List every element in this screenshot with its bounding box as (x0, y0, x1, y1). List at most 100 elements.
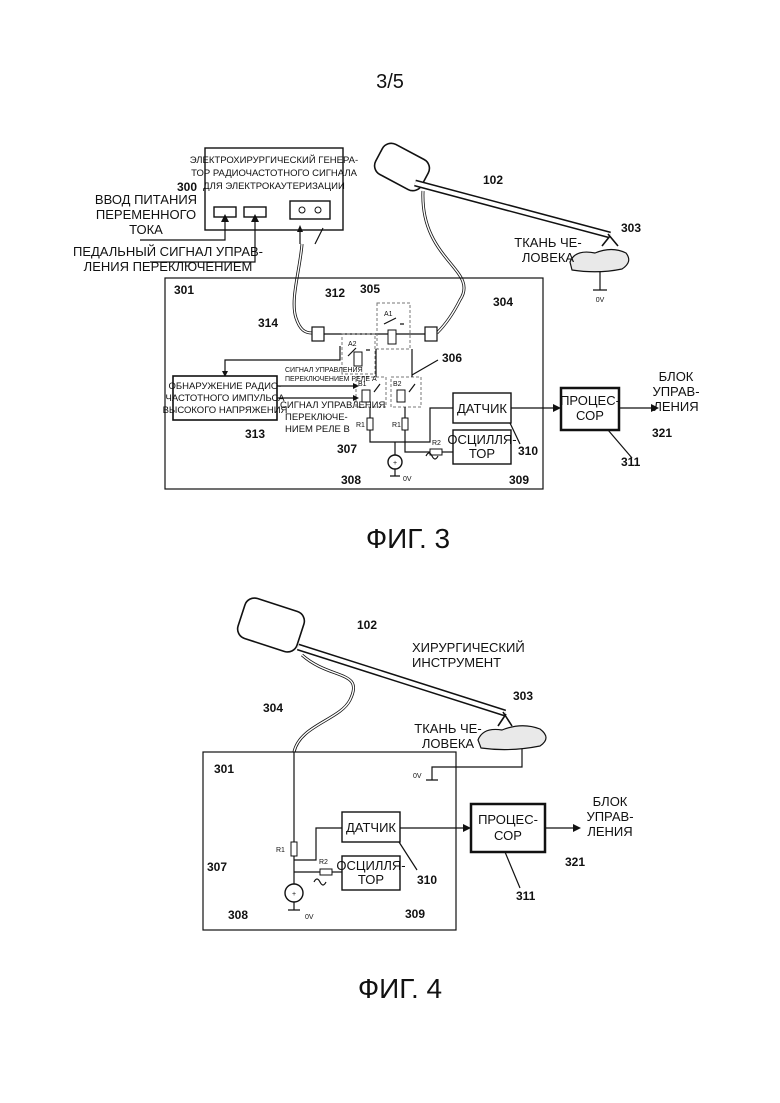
pedal-signal-line-2: ЛЕНИЯ ПЕРЕКЛЮЧЕНИЕМ (84, 259, 253, 274)
label-308: 308 (341, 473, 361, 487)
label-306-leader (412, 360, 438, 375)
control-unit-line-3-fig3: ЛЕНИЯ (653, 399, 698, 414)
label-307-fig4: 307 (207, 860, 227, 874)
figure-3-caption: ФИГ. 3 (366, 523, 450, 554)
relay-a2-coil (354, 352, 362, 366)
tissue-fig3-line-2: ЛОВЕКА (522, 250, 575, 265)
detection-line-1: ОБНАРУЖЕНИЕ РАДИО- (169, 381, 282, 392)
relay-a1-label: A1 (384, 311, 393, 318)
label-303-fig3: 303 (621, 221, 641, 235)
label-309-fig4: 309 (405, 907, 425, 921)
generator-output-socket (290, 201, 330, 219)
signal-b-line-2: ПЕРЕКЛЮЧЕ- (285, 412, 348, 423)
tissue-ground-label-fig3: 0V (596, 297, 605, 304)
processor-line-1-fig4: ПРОЦЕС- (478, 812, 538, 827)
resistor-r2-fig3 (430, 449, 442, 455)
label-305: 305 (360, 282, 380, 296)
control-unit-line-2-fig3: УПРАВ- (652, 384, 699, 399)
label-308-fig4: 308 (228, 908, 248, 922)
relay-a2-label: A2 (348, 341, 357, 348)
label-311-leader-fig4 (505, 852, 520, 888)
label-311-fig4: 311 (516, 889, 536, 903)
label-301-fig4: 301 (214, 762, 234, 776)
source-308-plus-fig4: + (292, 891, 296, 898)
label-304-fig3: 304 (493, 295, 513, 309)
detection-line-3: ВЫСОКОГО НАПРЯЖЕНИЯ (163, 405, 288, 416)
oscillator-line-2-fig4: ТОР (358, 872, 384, 887)
cable-304-fig3-inner (423, 191, 464, 333)
processor-line-1-fig3: ПРОЦЕС- (560, 393, 620, 408)
control-unit-line-2-fig4: УПРАВ- (586, 809, 633, 824)
source-wiring (370, 430, 405, 455)
label-306: 306 (442, 351, 462, 365)
output-terminal-left (299, 207, 305, 213)
sine-symbol-fig4 (314, 879, 326, 885)
ac-input-line-2: ПЕРЕМЕННОГО (96, 207, 196, 222)
relay-a1-coil (388, 330, 396, 344)
figure-4-caption: ФИГ. 4 (358, 973, 442, 1004)
source-ground-fig4 (288, 902, 300, 910)
source-ground-label-fig3: 0V (403, 476, 412, 483)
oscillator-line-2-fig3: ТОР (469, 446, 495, 461)
processor-to-control-arrowhead-fig4 (573, 824, 581, 832)
processor-line-2-fig3: СОР (576, 408, 604, 423)
tissue-fig4 (478, 726, 546, 750)
r2-feed-wire (405, 442, 430, 452)
resistor-r1-fig4 (291, 842, 297, 856)
figure-4: 102 ХИРУРГИЧЕСКИЙ ИНСТРУМЕНТ 303 ТКАНЬ Ч… (203, 595, 634, 1004)
ac-input-line-3: ТОКА (129, 222, 163, 237)
processor-line-2-fig4: СОР (494, 828, 522, 843)
generator-line-3: ДЛЯ ЭЛЕКТРОКАУТЕРИЗАЦИИ (203, 181, 345, 192)
tissue-fig4-line-2: ЛОВЕКА (422, 736, 475, 751)
source-ground-label-fig4: 0V (305, 914, 314, 921)
control-unit-line-1-fig4: БЛОК (593, 794, 628, 809)
resistor-r1-right (402, 418, 408, 430)
source-ground-fig3 (390, 469, 400, 476)
tissue-ground-fig3 (593, 272, 607, 290)
relay-b2-label: B2 (393, 381, 402, 388)
instrument-line-1-fig4: ХИРУРГИЧЕСКИЙ (412, 640, 525, 655)
page-number: 3/5 (376, 71, 404, 93)
cable-304-fig3 (423, 191, 464, 333)
instrument-shaft-inner (415, 183, 610, 235)
signal-a-line-2: ПЕРЕКЛЮЧЕНИЕМ РЕЛЕ A (285, 376, 377, 383)
tissue-ground-label-fig4: 0V (413, 773, 422, 780)
signal-b-line-3: НИЕМ РЕЛЕ B (285, 424, 350, 435)
label-310: 310 (518, 444, 538, 458)
label-313: 313 (245, 427, 265, 441)
label-102-fig4: 102 (357, 618, 377, 632)
label-102-fig3: 102 (483, 173, 503, 187)
sensor-feed-wire (405, 408, 453, 442)
figure-3: ЭЛЕКТРОХИРУРГИЧЕСКИЙ ГЕНЕРА- ТОР РАДИОЧА… (73, 140, 700, 554)
label-321-fig4: 321 (565, 855, 585, 869)
tissue-fig3 (570, 250, 629, 272)
label-321-fig3: 321 (652, 426, 672, 440)
oscillator-line-1-fig3: ОСЦИЛЛЯ- (447, 432, 516, 447)
ac-input-line-1: ВВОД ПИТАНИЯ (95, 192, 197, 207)
label-304-fig4: 304 (263, 701, 283, 715)
label-314: 314 (258, 316, 278, 330)
sensor-feed-wire-fig4 (294, 828, 342, 860)
connector-right (425, 327, 437, 341)
resistor-r1-left (367, 418, 373, 430)
oscillator-line-1-fig4: ОСЦИЛЛЯ- (336, 858, 405, 873)
sensor-label-fig3: ДАТЧИК (457, 401, 507, 416)
surgical-instrument (371, 140, 618, 246)
relay-b2-coil (397, 390, 405, 402)
label-311-leader-fig3 (608, 430, 632, 458)
tissue-fig4-line-1: ТКАНЬ ЧЕ- (414, 721, 481, 736)
generator-300: ЭЛЕКТРОХИРУРГИЧЕСКИЙ ГЕНЕРА- ТОР РАДИОЧА… (177, 148, 358, 230)
r1-right-label: R1 (392, 422, 401, 429)
detection-line-2: ЧАСТОТНОГО ИМПУЛЬСА (165, 393, 285, 404)
control-unit-line-3-fig4: ЛЕНИЯ (587, 824, 632, 839)
sensor-label-fig4: ДАТЧИК (346, 820, 396, 835)
r2-label-fig3: R2 (432, 440, 441, 447)
label-307: 307 (337, 442, 357, 456)
cable-304-fig4 (294, 655, 354, 752)
source-308-plus: + (393, 460, 397, 467)
resistor-r2-fig4 (320, 869, 332, 875)
connector-left (312, 327, 324, 341)
r1-label-fig4: R1 (276, 847, 285, 854)
tissue-fig3-line-1: ТКАНЬ ЧЕ- (514, 235, 581, 250)
